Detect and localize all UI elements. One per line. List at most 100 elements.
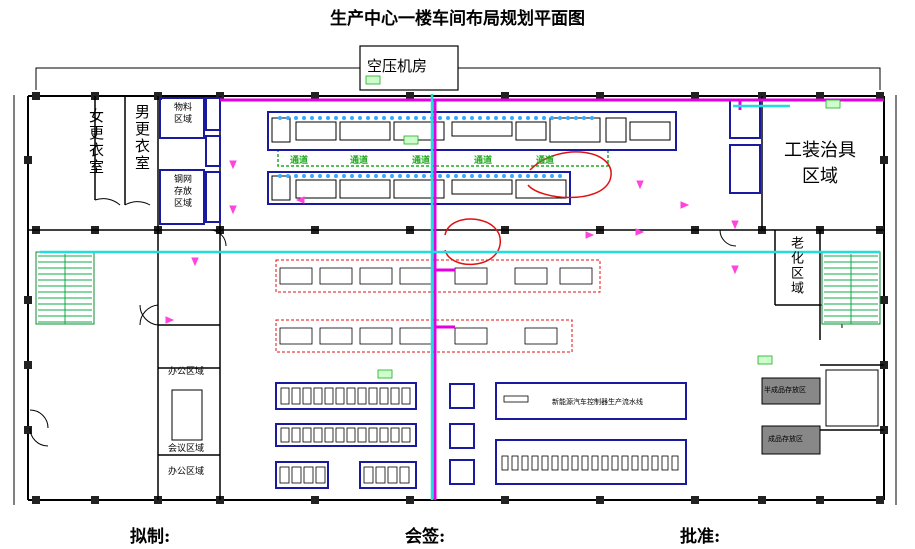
bench-cell bbox=[501, 455, 509, 471]
bench-cell bbox=[346, 427, 356, 443]
assembly-station bbox=[279, 267, 313, 285]
bench-cell bbox=[313, 387, 323, 405]
assembly-station bbox=[559, 267, 593, 285]
bench-cell bbox=[611, 455, 619, 471]
semi-product-area-label: 半成品存放区 bbox=[764, 386, 806, 394]
bench-cell bbox=[363, 466, 374, 484]
drafted-label: 拟制: bbox=[130, 527, 171, 547]
machine bbox=[515, 179, 567, 199]
feeder-dot bbox=[454, 116, 458, 120]
column bbox=[758, 496, 766, 504]
feeder-dot bbox=[342, 116, 346, 120]
feeder-dot bbox=[390, 116, 394, 120]
assembly-station bbox=[359, 267, 393, 285]
column bbox=[691, 496, 699, 504]
assembly-station bbox=[454, 267, 488, 285]
bench-cell bbox=[357, 387, 367, 405]
feeder-dot bbox=[438, 174, 442, 178]
bench-cell bbox=[291, 427, 301, 443]
bench-cell bbox=[571, 455, 579, 471]
feeder-dot bbox=[590, 116, 594, 120]
feeder-dot bbox=[374, 116, 378, 120]
column bbox=[880, 156, 888, 164]
feeder-dot bbox=[318, 174, 322, 178]
feeder-dot bbox=[374, 174, 378, 178]
machine bbox=[451, 179, 513, 195]
column bbox=[691, 92, 699, 100]
bench-cell bbox=[291, 466, 302, 484]
feeder-dot bbox=[414, 174, 418, 178]
bench-cell bbox=[279, 466, 290, 484]
flow-arrow bbox=[585, 231, 595, 239]
feeder-dot bbox=[422, 174, 426, 178]
bench-cell bbox=[324, 387, 334, 405]
aisle-label-1: 通道 bbox=[290, 156, 309, 166]
feeder-dot bbox=[286, 116, 290, 120]
bench-cell bbox=[601, 455, 609, 471]
bench-cell bbox=[368, 427, 378, 443]
assembly-station bbox=[359, 327, 393, 345]
bench-cell bbox=[313, 427, 323, 443]
feeder-dot bbox=[326, 174, 330, 178]
feeder-dot bbox=[486, 116, 490, 120]
office-area-label-2: 办公区域 bbox=[168, 467, 205, 477]
machine bbox=[339, 179, 391, 199]
machine bbox=[339, 121, 391, 141]
flow-arrow bbox=[229, 160, 237, 170]
assembly-station bbox=[279, 327, 313, 345]
bench-cell bbox=[324, 427, 334, 443]
bench-cell bbox=[503, 395, 529, 403]
machine bbox=[605, 117, 627, 143]
green-tags bbox=[365, 75, 841, 379]
bench-cell bbox=[302, 387, 312, 405]
feeder-dot bbox=[454, 174, 458, 178]
bench-cell bbox=[641, 455, 649, 471]
machine bbox=[515, 121, 547, 141]
aisle-label-4: 通道 bbox=[474, 156, 493, 166]
feeder-dot bbox=[278, 116, 282, 120]
feeder-dot bbox=[526, 116, 530, 120]
aging-area-label: 老化区域 bbox=[788, 236, 803, 296]
feeder-dot bbox=[310, 116, 314, 120]
feeder-dot bbox=[366, 116, 370, 120]
bench-cell bbox=[280, 427, 290, 443]
production-line-label: 新能源汽车控制器生产流水线 bbox=[552, 398, 643, 406]
machine bbox=[629, 121, 671, 141]
feeder-dot bbox=[502, 116, 506, 120]
machine bbox=[271, 175, 291, 201]
storage-areas bbox=[761, 377, 821, 455]
flow-arrow bbox=[165, 316, 175, 324]
flow-arrow bbox=[680, 201, 690, 209]
column bbox=[596, 92, 604, 100]
assembly-station bbox=[399, 327, 433, 345]
feeder-dot bbox=[566, 116, 570, 120]
feeder-dot bbox=[438, 116, 442, 120]
feeder-dot bbox=[542, 116, 546, 120]
column bbox=[406, 92, 414, 100]
bench-cell bbox=[390, 387, 400, 405]
bench-cell bbox=[661, 455, 669, 471]
bench-cell bbox=[302, 427, 312, 443]
column bbox=[816, 496, 824, 504]
bench-cell bbox=[346, 387, 356, 405]
assembly-lines bbox=[275, 259, 601, 353]
feeder-dot bbox=[518, 174, 522, 178]
lift-shaft bbox=[825, 369, 879, 427]
feeder-dot bbox=[446, 116, 450, 120]
column bbox=[816, 92, 824, 100]
machine bbox=[295, 179, 337, 199]
column bbox=[501, 92, 509, 100]
bench-cell bbox=[671, 455, 679, 471]
feeder-dot bbox=[550, 116, 554, 120]
material-area-label: 物料区域 bbox=[174, 103, 193, 125]
storage-racks bbox=[159, 97, 475, 485]
feeder-dot bbox=[494, 116, 498, 120]
feeder-dot bbox=[302, 116, 306, 120]
feeder-dot bbox=[582, 116, 586, 120]
feeder-dot bbox=[382, 174, 386, 178]
fixture-racks bbox=[729, 99, 761, 194]
column bbox=[32, 496, 40, 504]
meeting-table bbox=[171, 389, 203, 441]
feeder-dot bbox=[550, 174, 554, 178]
